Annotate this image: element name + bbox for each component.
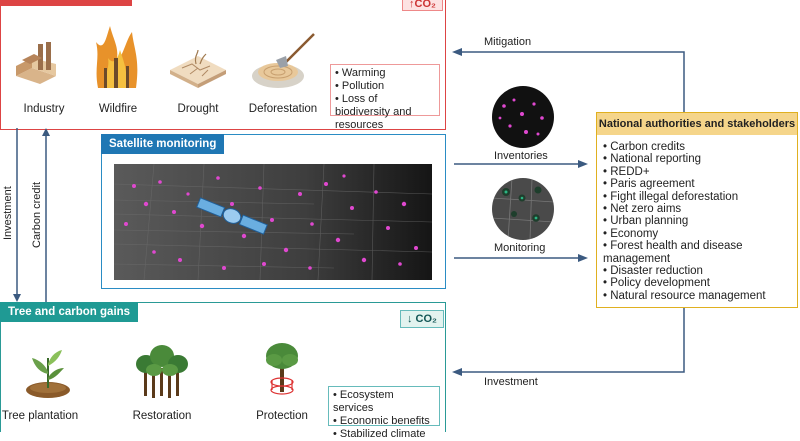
flow-arrows bbox=[452, 48, 685, 376]
authority-item: Paris agreement bbox=[603, 178, 766, 190]
forest-icon bbox=[136, 345, 188, 398]
authority-item: Forest health and disease management bbox=[603, 240, 753, 265]
monitoring-image bbox=[492, 178, 554, 240]
left-flow-arrows bbox=[13, 128, 50, 302]
benefit-item: Ecosystem services bbox=[333, 389, 435, 415]
tree-carbon-gains-panel bbox=[0, 302, 446, 432]
national-authorities-title: National authorities and stakeholders bbox=[597, 113, 797, 135]
authority-item: Policy development bbox=[603, 277, 766, 289]
deforestation-icon bbox=[252, 33, 315, 88]
emissions-panel bbox=[0, 0, 446, 130]
satellite-icon bbox=[196, 197, 268, 235]
emissions-panel-header-bar bbox=[0, 0, 132, 6]
carbon-credit-vertical-label: Carbon credit bbox=[31, 181, 43, 248]
impact-item: Pollution bbox=[335, 80, 435, 93]
wildfire-icon bbox=[96, 26, 138, 88]
tree-plantation-label: Tree plantation bbox=[1, 410, 79, 422]
authority-item: Carbon credits bbox=[603, 141, 766, 153]
co2-increase-badge: ↑CO₂ bbox=[402, 0, 443, 11]
factory-icon bbox=[16, 42, 56, 84]
impacts-list: Warming Pollution Loss of biodiversity a… bbox=[330, 64, 440, 131]
authority-item: REDD+ bbox=[603, 166, 766, 178]
authorities-list: Carbon credits National reporting REDD+ … bbox=[603, 141, 766, 302]
authority-item: Urban planning bbox=[603, 215, 766, 227]
authority-item: Disaster reduction bbox=[603, 265, 766, 277]
protection-label: Protection bbox=[256, 410, 308, 422]
investment-vertical-label: Investment bbox=[2, 186, 14, 240]
benefit-item: Stabilized climate bbox=[333, 428, 435, 441]
drought-icon bbox=[170, 49, 226, 88]
authority-item: Natural resource management bbox=[603, 290, 765, 302]
deforestation-label: Deforestation bbox=[248, 103, 318, 115]
investment-flow-label: Investment bbox=[484, 376, 538, 388]
seedling-icon bbox=[26, 350, 70, 398]
satellite-monitoring-panel bbox=[101, 134, 446, 289]
drought-label: Drought bbox=[177, 103, 219, 115]
industry-label: Industry bbox=[23, 103, 65, 115]
satellite-imagery-map bbox=[114, 164, 432, 280]
authority-item: Economy bbox=[603, 228, 766, 240]
mitigation-label: Mitigation bbox=[484, 36, 532, 48]
restoration-label: Restoration bbox=[132, 410, 192, 422]
authority-item: National reporting bbox=[603, 153, 766, 165]
impact-item: Warming bbox=[335, 67, 435, 80]
authority-item: Net zero aims bbox=[603, 203, 766, 215]
satellite-monitoring-title: Satellite monitoring bbox=[101, 134, 225, 154]
monitoring-label: Monitoring bbox=[494, 242, 546, 254]
inventories-image bbox=[492, 86, 554, 148]
co2-decrease-badge: ↓ CO₂ bbox=[400, 310, 444, 328]
protected-tree-icon bbox=[266, 343, 298, 395]
benefits-list: Ecosystem services Economic benefits Sta… bbox=[328, 386, 440, 440]
authority-item: Fight illegal deforestation bbox=[603, 191, 766, 203]
tree-carbon-gains-title: Tree and carbon gains bbox=[0, 302, 139, 322]
inventories-label: Inventories bbox=[494, 150, 548, 162]
benefit-item: Economic benefits bbox=[333, 415, 435, 428]
impact-item: Loss of biodiversity and resources bbox=[335, 93, 435, 132]
satellite-imagery bbox=[114, 164, 432, 280]
wildfire-label: Wildfire bbox=[98, 103, 138, 115]
